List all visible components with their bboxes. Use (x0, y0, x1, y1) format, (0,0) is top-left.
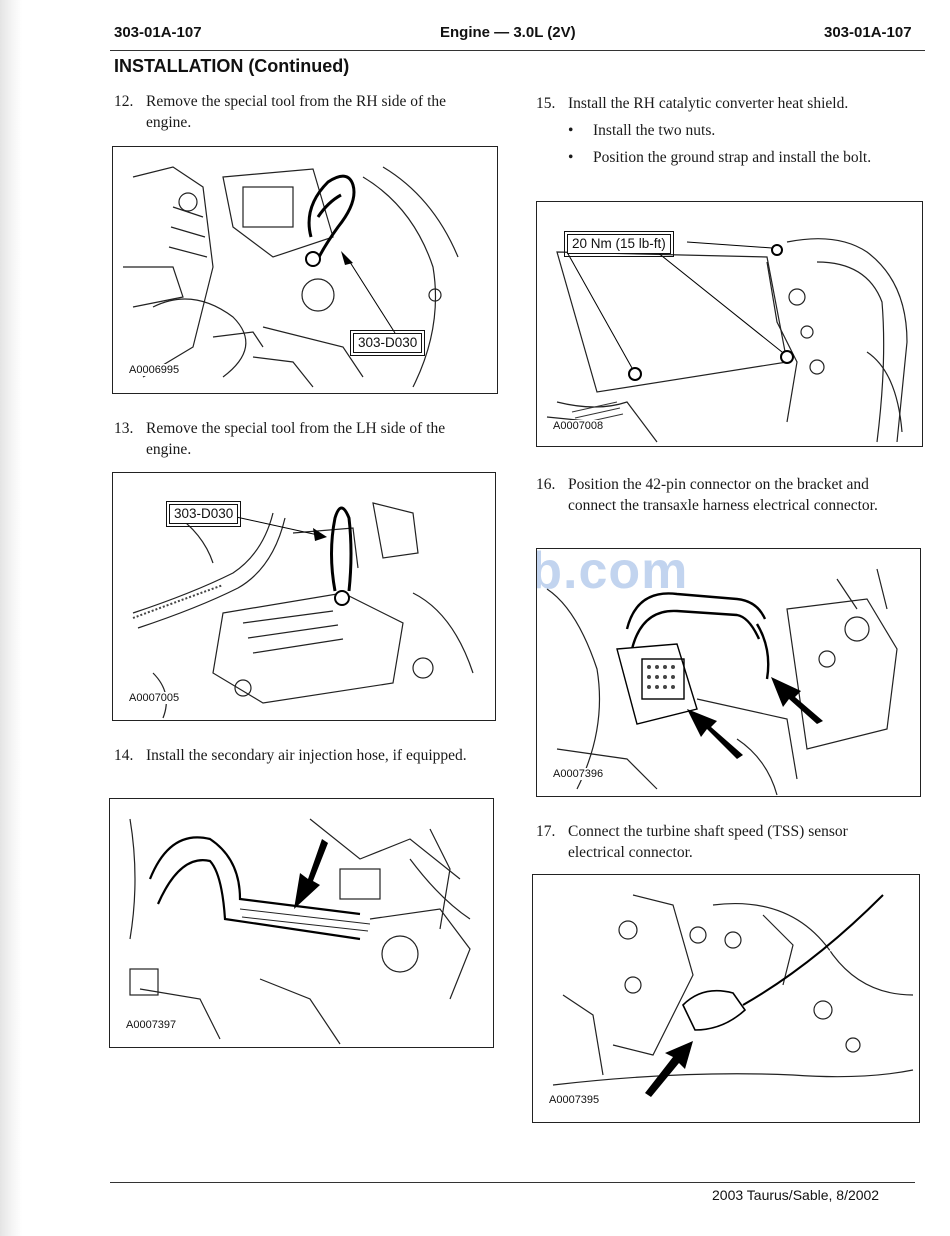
step-text: Position the 42-pin connector on the bra… (568, 476, 878, 514)
step-13: 13. Remove the special tool from the LH … (114, 418, 484, 462)
figure-a0007396: ManualsLib.com A0007396 (536, 548, 921, 797)
page-code-right: 303-01A-107 (824, 24, 912, 41)
figure-a0007008: 20 Nm (15 lb-ft) A0007008 (536, 201, 923, 447)
engine-illustration-lh (132, 502, 474, 719)
bullet-2: • Position the ground strap and install … (568, 147, 908, 191)
step-text: Install the RH catalytic converter heat … (568, 95, 849, 112)
section-title: INSTALLATION (Continued) (114, 56, 350, 76)
step-text: Remove the special tool from the LH side… (146, 420, 446, 458)
step-16: 16. Position the 42-pin connector on the… (536, 474, 908, 538)
figure-id: A0007397 (124, 1019, 179, 1031)
scan-edge-shading (0, 0, 22, 1236)
tss-sensor-illustration (552, 894, 914, 1097)
footer-rule (110, 1182, 915, 1183)
figure-id: A0006995 (127, 364, 182, 376)
watermark: ManualsLib.com (537, 548, 689, 600)
bullet-dot: • (568, 122, 574, 139)
page-header-title: Engine — 3.0L (2V) (440, 24, 576, 41)
step-14: 14. Install the secondary air injection … (114, 745, 484, 789)
bullet-text: Install the two nuts. (593, 122, 716, 139)
step-number: 12. (114, 93, 134, 110)
step-text: Connect the turbine shaft speed (TSS) se… (568, 823, 848, 861)
step-text: Install the secondary air injection hose… (146, 747, 467, 764)
bullet-dot: • (568, 149, 574, 166)
figure-id: A0007396 (551, 768, 606, 780)
figure-a0007005: 303-D030 A0007005 (112, 472, 496, 721)
torque-callout: 20 Nm (15 lb-ft) (564, 231, 674, 257)
figure-id: A0007395 (547, 1094, 602, 1106)
connector-42pin-illustration (546, 568, 898, 796)
step-number: 17. (536, 823, 556, 840)
step-17: 17. Connect the turbine shaft speed (TSS… (536, 821, 908, 865)
figure-id: A0007005 (127, 692, 182, 704)
step-15: 15. Install the RH catalytic converter h… (536, 93, 908, 115)
step-text: Remove the special tool from the RH side… (146, 93, 447, 131)
page-code-left: 303-01A-107 (114, 24, 202, 41)
step-number: 13. (114, 420, 134, 437)
step-12: 12. Remove the special tool from the RH … (114, 91, 484, 135)
step-number: 14. (114, 747, 134, 764)
figure-id: A0007008 (551, 420, 606, 432)
figure-a0007395: A0007395 (532, 874, 920, 1123)
bullet-text: Position the ground strap and install th… (593, 149, 872, 166)
step-number: 16. (536, 476, 556, 493)
figure-a0006995: 303-D030 A0006995 (112, 146, 498, 394)
header-rule (110, 50, 925, 51)
figure-a0007397: A0007397 (109, 798, 494, 1048)
tool-callout: 303-D030 (349, 330, 426, 356)
air-injection-hose-illustration (129, 818, 471, 1045)
step-number: 15. (536, 95, 556, 112)
tool-callout: 303-D030 (165, 501, 242, 527)
engine-illustration-rh (123, 166, 459, 388)
footer-text: 2003 Taurus/Sable, 8/2002 (712, 1187, 880, 1203)
